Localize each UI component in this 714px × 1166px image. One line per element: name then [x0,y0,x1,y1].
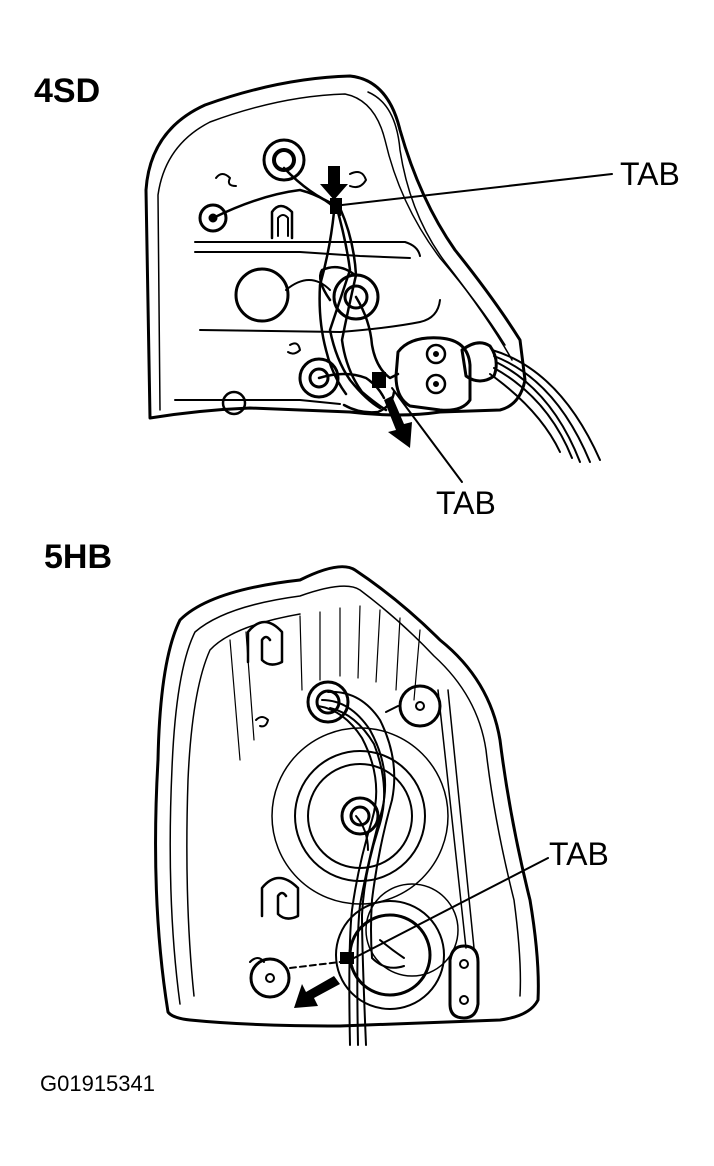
connector-plate [396,338,470,411]
connector-bolt-center [434,382,439,387]
hook [256,717,268,726]
leader-line [392,388,462,482]
wire-harness-exit [490,350,600,462]
compartment-line [175,400,340,404]
connector-bolt [427,345,445,363]
callout-tab-4sd-lower: TAB [436,485,496,521]
compartment-line [195,252,410,258]
bulb-socket-center [274,150,294,170]
tail-lamp-5hb [156,567,548,1045]
connector-bolt-center [434,352,439,357]
compartment-line [200,300,440,332]
retaining-clip [272,206,292,238]
retaining-clip-inner [278,215,288,236]
hook [350,172,366,187]
wire-harness [213,168,398,412]
bulb-ring [308,764,412,868]
mount-plate-hole [460,996,468,1004]
bulb-ring [286,280,330,290]
dash-guide [290,962,340,968]
diagram-title-4sd: 4SD [34,72,101,110]
harness-guide [438,690,466,948]
bulb-socket-center [351,807,369,825]
hook [216,174,236,186]
lamp-housing-5hb-outline [156,567,539,1026]
lamp-housing-4sd-inner-rim [158,94,505,410]
hook [386,706,398,712]
retaining-clip [262,878,298,919]
bulb-socket [308,682,348,722]
bulb-socket-center [310,369,328,387]
arrow-icon [384,396,412,448]
connector-bolt [427,375,445,393]
bulb-socket [264,140,304,180]
tab-clip [330,198,342,214]
tab-clip [340,952,354,964]
bulb-socket [236,269,288,321]
mount-stud-center [416,702,424,710]
lamp-housing-5hb-inner-rim [170,586,520,1004]
bulb-socket [300,359,338,397]
mount-plate [450,946,478,1018]
bulb-ring [272,728,448,904]
arrow-icon [294,976,340,1008]
lamp-housing-5hb-inner-rim [187,614,300,996]
hook [288,343,300,353]
retaining-clip [248,622,282,665]
hook [250,958,264,962]
harness-guide [448,690,474,948]
tail-lamp-4sd [146,76,612,482]
bulb-ring [366,884,458,976]
mount-stud-center [266,974,274,982]
mount-stud [400,686,440,726]
leader-line [342,174,612,205]
callout-tab-5hb: TAB [549,836,609,872]
arrow-icon [320,166,348,200]
bulb-ring [295,751,425,881]
callout-tab-4sd-upper: TAB [620,156,680,192]
figure-id: G01915341 [40,1071,155,1096]
mount-stud [200,205,226,231]
diagram-title-5hb: 5HB [44,538,113,576]
bulb-socket-center [345,286,367,308]
lens-ribs [230,606,420,760]
bulb-socket [342,798,378,834]
tab-clip [372,372,386,388]
compartment-line [195,242,420,256]
leader-line [354,858,548,958]
mount-stud [223,392,245,414]
lamp-housing-4sd-outline [146,76,525,418]
bulb-ring [336,901,444,1009]
mount-stud [251,959,289,997]
lamp-housing-4sd-right-edge [368,92,512,360]
mount-plate-hole [460,960,468,968]
